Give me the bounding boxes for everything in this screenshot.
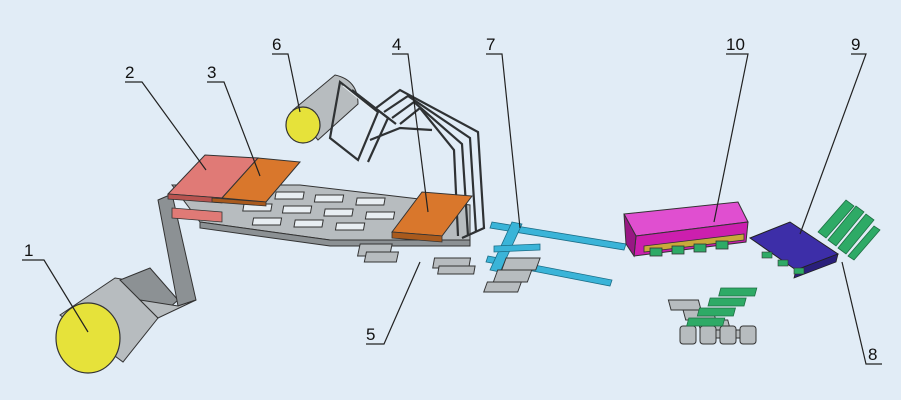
coil-6-end — [285, 106, 321, 144]
block-2 — [166, 154, 260, 223]
wire-cage — [328, 79, 486, 240]
press-10 — [623, 201, 749, 258]
coil-1-end — [55, 302, 121, 374]
strip-feed — [138, 193, 197, 319]
callout-10: 10 — [713, 35, 749, 223]
label-1: 1 — [24, 241, 33, 260]
callout-5: 5 — [366, 261, 421, 345]
label-10: 10 — [726, 35, 745, 54]
label-3: 3 — [207, 63, 216, 82]
parts-row-small — [679, 325, 757, 345]
parts-5 — [356, 243, 400, 263]
label-9: 9 — [851, 35, 860, 54]
callout-4: 4 — [392, 35, 429, 213]
coil-1 — [55, 267, 179, 374]
label-2: 2 — [125, 63, 134, 82]
label-6: 6 — [272, 35, 281, 54]
callout-6: 6 — [272, 35, 301, 113]
callout-3: 3 — [207, 63, 261, 177]
block-4 — [391, 191, 473, 243]
callout-2: 2 — [125, 63, 207, 171]
callout-1: 1 — [22, 241, 89, 333]
green-parts-chain — [686, 287, 758, 327]
label-5: 5 — [366, 325, 375, 344]
coil-6 — [285, 74, 359, 144]
press-9 — [748, 221, 840, 279]
callout-9: 9 — [799, 35, 867, 235]
block-3 — [211, 157, 302, 207]
label-8: 8 — [868, 345, 877, 364]
label-7: 7 — [486, 35, 495, 54]
callout-8: 8 — [841, 261, 882, 365]
green-parts-8 — [817, 199, 881, 261]
callout-7: 7 — [486, 35, 521, 229]
label-4: 4 — [392, 35, 401, 54]
